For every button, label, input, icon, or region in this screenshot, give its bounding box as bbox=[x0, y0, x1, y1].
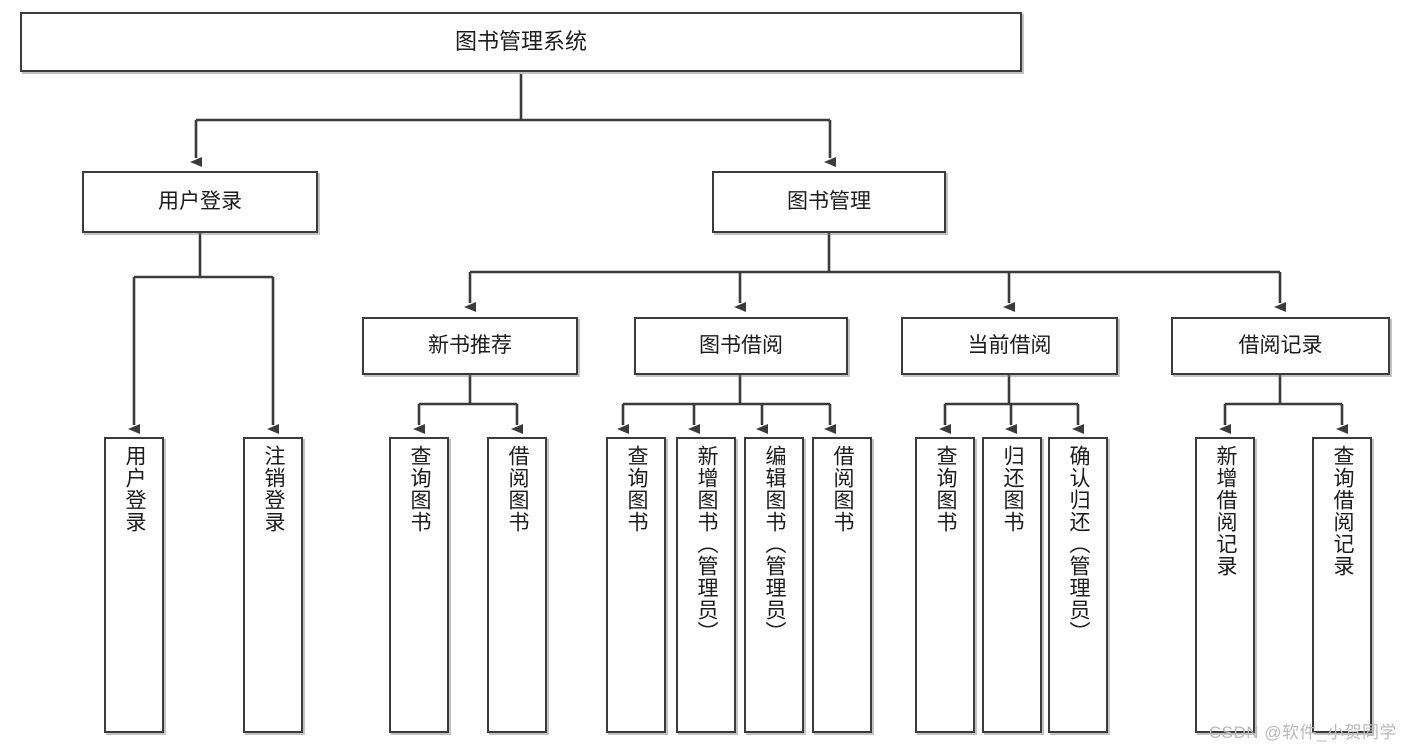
node-book-manage[interactable]: 图书管理 bbox=[712, 171, 946, 233]
node-book-manage-label: 图书管理 bbox=[787, 190, 871, 214]
watermark-text: CSDN @软件_小贺同学 bbox=[1208, 723, 1397, 742]
leaf-borrow-book-2-label: 借阅图书 bbox=[831, 445, 855, 533]
node-current-borrow-label: 当前借阅 bbox=[967, 334, 1052, 358]
leaf-edit-book-label: 编辑图书（管理员） bbox=[763, 445, 787, 643]
node-book-borrow-label: 图书借阅 bbox=[699, 334, 783, 358]
leaf-borrow-book-1[interactable]: 借阅图书 bbox=[487, 437, 547, 733]
leaf-return-book[interactable]: 归还图书 bbox=[982, 437, 1042, 733]
leaf-add-book-label: 新增图书（管理员） bbox=[695, 445, 719, 643]
leaf-query-book-1-label: 查询图书 bbox=[408, 445, 432, 533]
leaf-add-book[interactable]: 新增图书（管理员） bbox=[676, 437, 736, 733]
leaf-add-record-label: 新增借阅记录 bbox=[1214, 445, 1238, 577]
node-new-book-recommend-label: 新书推荐 bbox=[428, 334, 512, 358]
leaf-query-book-3[interactable]: 查询图书 bbox=[915, 437, 975, 733]
node-root[interactable]: 图书管理系统 bbox=[20, 12, 1022, 72]
node-user-login[interactable]: 用户登录 bbox=[82, 171, 318, 233]
leaf-user-login[interactable]: 用户登录 bbox=[104, 437, 164, 733]
node-book-borrow[interactable]: 图书借阅 bbox=[634, 317, 848, 375]
leaf-query-book-2[interactable]: 查询图书 bbox=[606, 437, 666, 733]
leaf-borrow-book-2[interactable]: 借阅图书 bbox=[812, 437, 872, 733]
leaf-query-record[interactable]: 查询借阅记录 bbox=[1312, 437, 1372, 733]
leaf-logout-login[interactable]: 注销登录 bbox=[243, 437, 303, 733]
leaf-edit-book[interactable]: 编辑图书（管理员） bbox=[744, 437, 804, 733]
leaf-query-book-1[interactable]: 查询图书 bbox=[389, 437, 449, 733]
leaf-borrow-book-1-label: 借阅图书 bbox=[506, 445, 530, 533]
leaf-confirm-return-label: 确认归还（管理员） bbox=[1067, 445, 1091, 643]
node-new-book-recommend[interactable]: 新书推荐 bbox=[362, 317, 578, 375]
node-borrow-record[interactable]: 借阅记录 bbox=[1171, 317, 1390, 375]
node-borrow-record-label: 借阅记录 bbox=[1238, 334, 1323, 358]
leaf-confirm-return[interactable]: 确认归还（管理员） bbox=[1048, 437, 1108, 733]
leaf-add-record[interactable]: 新增借阅记录 bbox=[1195, 437, 1255, 733]
leaf-query-book-3-label: 查询图书 bbox=[934, 445, 958, 533]
leaf-logout-login-label: 注销登录 bbox=[262, 445, 286, 533]
node-root-label: 图书管理系统 bbox=[454, 28, 587, 54]
node-current-borrow[interactable]: 当前借阅 bbox=[901, 317, 1118, 375]
node-user-login-label: 用户登录 bbox=[158, 190, 242, 214]
leaf-query-record-label: 查询借阅记录 bbox=[1331, 445, 1355, 577]
leaf-query-book-2-label: 查询图书 bbox=[625, 445, 649, 533]
leaf-return-book-label: 归还图书 bbox=[1001, 445, 1025, 533]
leaf-user-login-label: 用户登录 bbox=[123, 445, 147, 533]
